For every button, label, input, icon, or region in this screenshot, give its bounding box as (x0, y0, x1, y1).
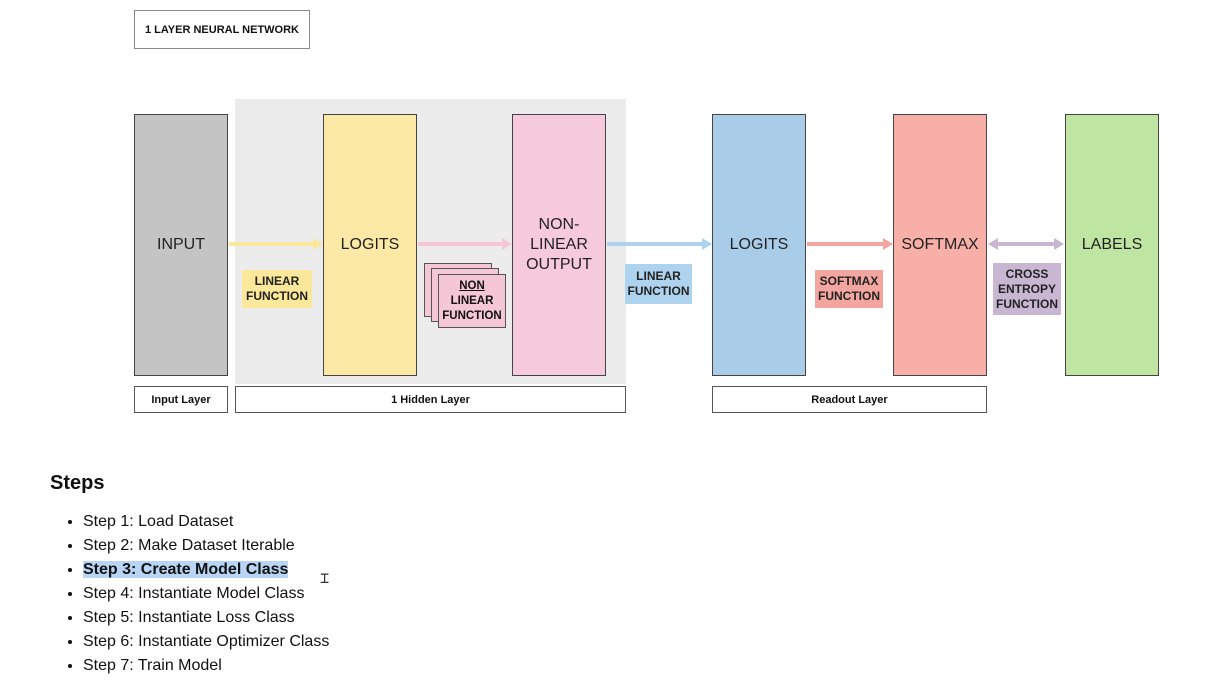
step-7: Step 7: Train Model (83, 657, 222, 674)
list-item: Step 2: Make Dataset Iterable (83, 534, 329, 558)
labels-block: LABELS (1065, 114, 1159, 376)
list-item: Step 7: Train Model (83, 654, 329, 678)
diagram-title: 1 LAYER NEURAL NETWORK (134, 10, 310, 49)
list-item: Step 4: Instantiate Model Class (83, 582, 329, 606)
nonlinear-function-line-3: FUNCTION (442, 309, 502, 322)
arrow-softmax-labels-bidirectional (988, 238, 1064, 250)
step-6: Step 6: Instantiate Optimizer Class (83, 633, 330, 650)
list-item: Step 5: Instantiate Loss Class (83, 606, 329, 630)
step-1: Step 1: Load Dataset (83, 513, 234, 530)
cross-entropy-line-3: FUNCTION (996, 296, 1058, 311)
step-3-highlighted[interactable]: Step 3: Create Model Class (83, 561, 289, 578)
cross-entropy-line-1: CROSS (1005, 266, 1049, 281)
arrow-logits-to-softmax (807, 238, 893, 250)
linear-function-label-2-line-1: LINEAR (636, 269, 681, 283)
linear-function-label-2-line-2: FUNCTION (627, 284, 690, 298)
logits-block-hidden: LOGITS (323, 114, 417, 376)
cross-entropy-line-2: ENTROPY (997, 281, 1056, 296)
step-5: Step 5: Instantiate Loss Class (83, 609, 295, 626)
step-2: Step 2: Make Dataset Iterable (83, 537, 295, 554)
nonlinear-output-line-2: LINEAR (530, 236, 588, 253)
linear-function-label-2: LINEAR FUNCTION (625, 264, 692, 304)
softmax-function-label-line-1: SOFTMAX (819, 274, 879, 288)
hidden-layer-label: 1 Hidden Layer (235, 386, 626, 413)
logits-block-readout-label: LOGITS (729, 236, 789, 253)
steps-list: Step 1: Load Dataset Step 2: Make Datase… (62, 510, 329, 678)
nonlinear-output-line-3: OUTPUT (526, 256, 592, 273)
logits-block-readout: LOGITS (712, 114, 806, 376)
readout-layer-label: Readout Layer (712, 386, 987, 413)
softmax-function-label-line-2: FUNCTION (818, 289, 880, 303)
steps-heading: Steps (50, 472, 105, 494)
labels-block-label: LABELS (1081, 236, 1143, 253)
nonlinear-function-line-2: LINEAR (450, 294, 494, 307)
linear-function-label-1-line-2: FUNCTION (246, 289, 308, 303)
list-item: Step 6: Instantiate Optimizer Class (83, 630, 329, 654)
input-block: INPUT (134, 114, 228, 376)
nonlinear-output-line-1: NON- (538, 216, 580, 233)
list-item: Step 3: Create Model Class (83, 558, 329, 582)
input-block-label: INPUT (157, 236, 205, 253)
linear-function-label-1: LINEAR FUNCTION (242, 270, 312, 308)
logits-block-hidden-label: LOGITS (340, 236, 400, 253)
softmax-block: SOFTMAX (893, 114, 987, 376)
softmax-function-label: SOFTMAX FUNCTION (815, 270, 883, 308)
nonlinear-function-line-1: NON (459, 279, 485, 292)
step-4: Step 4: Instantiate Model Class (83, 585, 305, 602)
nonlinear-function-label: NON LINEAR FUNCTION (438, 274, 506, 328)
input-layer-label: Input Layer (134, 386, 228, 413)
text-cursor-icon: ⌶ (320, 569, 330, 587)
softmax-block-label: SOFTMAX (901, 236, 979, 253)
nonlinear-output-block: NON- LINEAR OUTPUT (512, 114, 606, 376)
linear-function-label-1-line-1: LINEAR (254, 274, 300, 288)
cross-entropy-function-label: CROSS ENTROPY FUNCTION (993, 263, 1061, 315)
list-item: Step 1: Load Dataset (83, 510, 329, 534)
